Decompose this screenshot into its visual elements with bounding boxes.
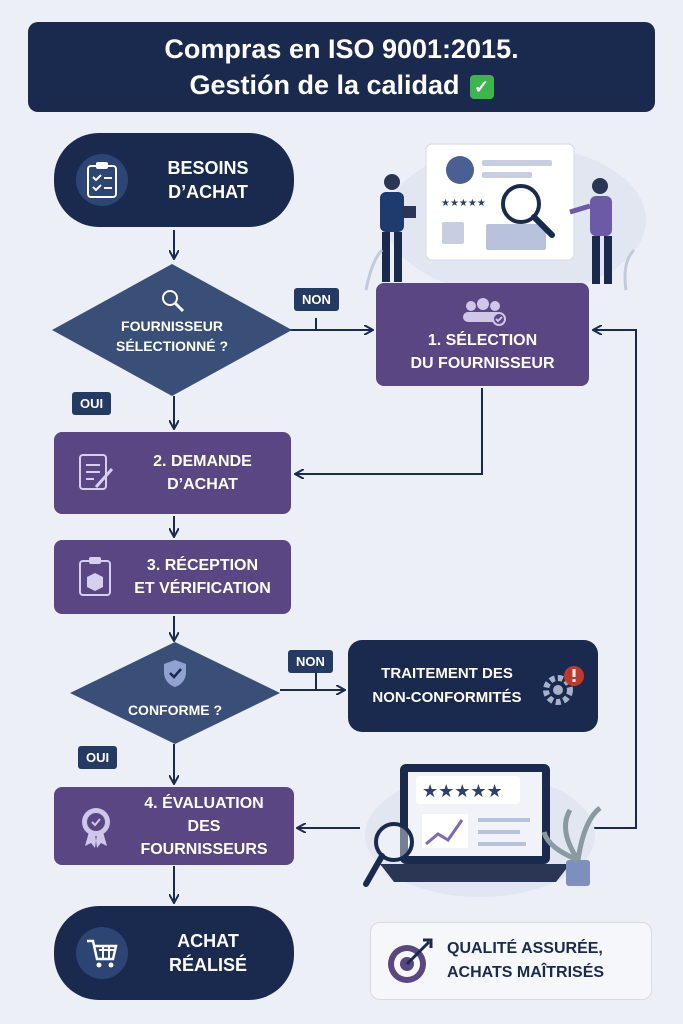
users-check-icon xyxy=(462,297,506,326)
step2-line2: D’ACHAT xyxy=(167,476,238,493)
gear-warning-icon xyxy=(543,666,584,705)
step1-line2: DU FOURNISSEUR xyxy=(410,354,555,372)
decision1-label: FOURNISSEUR SÉLECTIONNÉ ? xyxy=(52,316,292,356)
title-line2-row: Gestión de la calidad ✓ xyxy=(189,67,494,103)
rating-stars-large: ★★★★★ xyxy=(422,781,503,802)
check-icon: ✓ xyxy=(469,74,494,99)
step3-label: 3. RÉCEPTION ET VÉRIFICATION xyxy=(128,554,291,600)
title-line2: Gestión de la calidad xyxy=(189,70,460,100)
end-line1: ACHAT xyxy=(177,931,239,951)
nonconformity-line1: TRAITEMENT DES xyxy=(381,665,513,682)
decision1-line1: FOURNISSEUR xyxy=(121,318,223,334)
step4-label: 4. ÉVALUATION DES FOURNISSEURS xyxy=(128,792,294,861)
tag-non-2: NON xyxy=(288,650,333,673)
magnifier-icon xyxy=(162,290,185,313)
award-badge-icon xyxy=(74,804,118,848)
step2-line1: 2. DEMANDE xyxy=(153,453,252,470)
decision1-line2: SÉLECTIONNÉ ? xyxy=(115,338,228,354)
start-line2: D’ACHAT xyxy=(168,182,248,202)
result-card: QUALITÉ ASSURÉE, ACHATS MAÎTRISÉS xyxy=(370,922,652,1000)
rating-stars-small: ★★★★★ xyxy=(441,198,486,209)
step-purchase-request: 2. DEMANDE D’ACHAT xyxy=(54,432,291,514)
result-label: QUALITÉ ASSURÉE, ACHATS MAÎTRISÉS xyxy=(447,937,604,985)
end-node: ACHAT RÉALISÉ xyxy=(54,906,294,1000)
step-reception-verification: 3. RÉCEPTION ET VÉRIFICATION xyxy=(54,540,291,614)
cart-icon xyxy=(76,927,128,979)
checklist-icon xyxy=(76,154,128,206)
shield-check-icon xyxy=(164,660,186,687)
tag-non-1: NON xyxy=(294,288,339,311)
laptop-rating-illustration: ★★★★★ xyxy=(363,764,602,897)
decision1-diamond xyxy=(52,264,292,396)
decision-conforming: CONFORME ? xyxy=(70,642,280,744)
start-node: BESOINS D’ACHAT xyxy=(54,133,294,227)
end-line2: RÉALISÉ xyxy=(168,955,247,975)
page-title: Compras en ISO 9001:2015. Gestión de la … xyxy=(28,22,655,112)
decision-supplier-selected: FOURNISSEUR SÉLECTIONNÉ ? xyxy=(52,264,292,396)
step4-line1: 4. ÉVALUATION xyxy=(144,794,264,812)
arrow-step1-to-step2 xyxy=(296,388,483,474)
step4-line2: DES FOURNISSEURS xyxy=(140,817,268,858)
tag-oui-1: OUI xyxy=(72,392,112,415)
title-line1: Compras en ISO 9001:2015. xyxy=(164,34,519,64)
start-line1: BESOINS xyxy=(167,158,249,178)
step1-line1: 1. SÉLECTION xyxy=(427,331,538,349)
arrow-feedback-loop xyxy=(555,330,637,829)
start-label: BESOINS D’ACHAT xyxy=(146,156,294,204)
decision2-label: CONFORME ? xyxy=(127,702,223,718)
nonconformity-treatment: TRAITEMENT DES NON-CONFORMITÉS xyxy=(348,640,598,732)
step3-line1: 3. RÉCEPTION xyxy=(146,557,259,574)
target-arrow-icon xyxy=(388,938,433,983)
step-supplier-evaluation: 4. ÉVALUATION DES FOURNISSEURS xyxy=(54,787,294,865)
document-pen-icon xyxy=(74,451,118,495)
nonconformity-line2: NON-CONFORMITÉS xyxy=(372,689,522,706)
step-supplier-selection: 1. SÉLECTION DU FOURNISSEUR xyxy=(376,283,589,386)
decision2-diamond xyxy=(70,642,280,744)
supplier-search-illustration: ★★★★★ xyxy=(364,143,646,295)
nonconformity-label: TRAITEMENT DES NON-CONFORMITÉS xyxy=(348,662,536,710)
end-label: ACHAT RÉALISÉ xyxy=(146,929,294,977)
step3-line2: ET VÉRIFICATION xyxy=(134,580,271,597)
result-line1: QUALITÉ ASSURÉE, xyxy=(447,940,603,957)
step2-label: 2. DEMANDE D’ACHAT xyxy=(128,450,291,496)
tag-oui-2: OUI xyxy=(78,746,118,769)
result-line2: ACHATS MAÎTRISÉS xyxy=(447,964,605,981)
clipboard-box-icon xyxy=(74,555,118,599)
